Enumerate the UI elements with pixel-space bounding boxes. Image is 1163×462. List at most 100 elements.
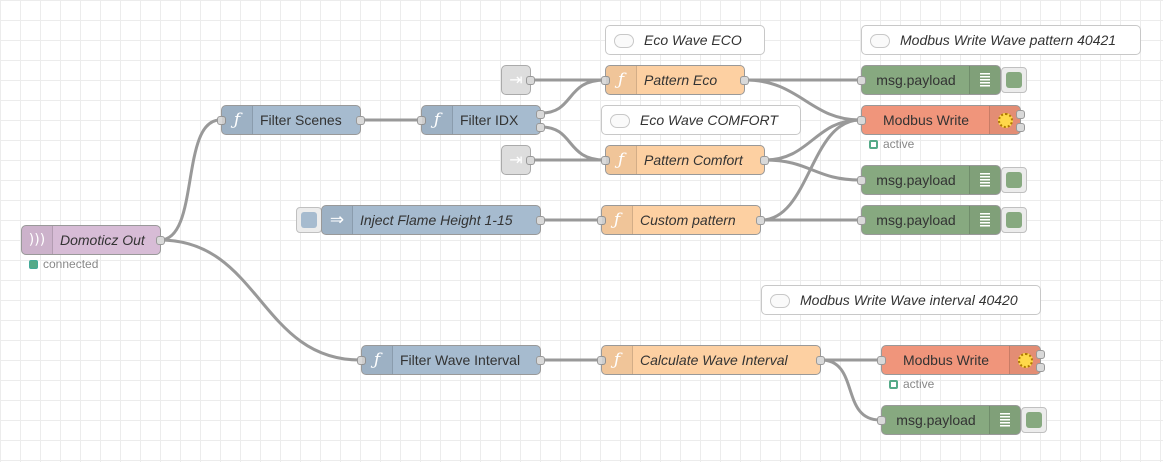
comment-icon (614, 34, 634, 48)
status-modbus-1: active (869, 137, 914, 151)
wire[interactable] (744, 78, 861, 122)
input-port[interactable] (601, 76, 610, 85)
input-port[interactable] (877, 356, 886, 365)
node-label: Custom pattern (640, 212, 736, 228)
node-calculate-wave-interval[interactable]: ƒ Calculate Wave Interval (597, 345, 825, 375)
debug-toggle-button[interactable] (1021, 407, 1047, 433)
input-port[interactable] (597, 216, 606, 225)
status-text: active (883, 137, 915, 151)
comment-icon (870, 34, 890, 48)
input-port[interactable] (857, 116, 866, 125)
output-port[interactable] (536, 123, 545, 132)
node-label: Pattern Eco (644, 72, 718, 88)
wire[interactable] (159, 118, 221, 242)
inject-trigger-button[interactable] (296, 207, 322, 233)
link-in-icon: ⇥ (509, 72, 523, 89)
output-port[interactable] (156, 236, 165, 245)
link-in-node[interactable]: ⇥ (501, 65, 535, 95)
output-port[interactable] (526, 156, 535, 165)
inject-button-icon (301, 212, 317, 228)
output-port[interactable] (1036, 363, 1045, 372)
output-port[interactable] (356, 116, 365, 125)
list-icon (989, 406, 1020, 434)
comment-eco-wave-comfort[interactable]: Eco Wave COMFORT (601, 105, 801, 135)
input-port[interactable] (857, 76, 866, 85)
node-domoticz-out[interactable]: ))) Domoticz Out (21, 225, 165, 255)
output-port[interactable] (816, 356, 825, 365)
function-icon: ƒ (222, 106, 253, 134)
node-debug-msg-payload[interactable]: msg.payload (857, 65, 1001, 95)
input-port[interactable] (417, 116, 426, 125)
gear-icon (1009, 346, 1040, 374)
input-port[interactable] (601, 156, 610, 165)
function-icon: ƒ (362, 346, 393, 374)
node-pattern-eco[interactable]: ƒ Pattern Eco (601, 65, 749, 95)
output-port[interactable] (1036, 350, 1045, 359)
node-label: Filter Scenes (260, 112, 342, 128)
debug-toggle-button[interactable] (1001, 207, 1027, 233)
input-port[interactable] (877, 416, 886, 425)
output-port[interactable] (536, 110, 545, 119)
node-label: msg.payload (876, 72, 956, 88)
output-port[interactable] (536, 356, 545, 365)
node-debug-msg-payload[interactable]: msg.payload (857, 205, 1001, 235)
wire[interactable] (540, 125, 606, 162)
output-port[interactable] (1016, 110, 1025, 119)
node-pattern-comfort[interactable]: ƒ Pattern Comfort (601, 145, 769, 175)
input-port[interactable] (857, 176, 866, 185)
function-icon: ƒ (602, 206, 633, 234)
node-label: msg.payload (896, 412, 976, 428)
node-label: Modbus Write (882, 112, 970, 128)
node-label: msg.payload (876, 212, 956, 228)
list-icon (969, 166, 1000, 194)
output-port[interactable] (536, 216, 545, 225)
node-label: Calculate Wave Interval (640, 352, 788, 368)
node-custom-pattern[interactable]: ƒ Custom pattern (597, 205, 765, 235)
list-icon (969, 206, 1000, 234)
gear-icon (989, 106, 1020, 134)
node-debug-msg-payload[interactable]: msg.payload (877, 405, 1021, 435)
node-filter-scenes[interactable]: ƒ Filter Scenes (217, 105, 365, 135)
wire[interactable] (159, 238, 361, 362)
node-debug-msg-payload[interactable]: msg.payload (857, 165, 1001, 195)
node-label: Pattern Comfort (644, 152, 743, 168)
input-port[interactable] (857, 216, 866, 225)
node-filter-idx[interactable]: ƒ Filter IDX (417, 105, 545, 135)
node-label: Filter IDX (460, 112, 519, 128)
node-label: Domoticz Out (60, 232, 145, 248)
input-port[interactable] (357, 356, 366, 365)
node-label: Inject Flame Height 1-15 (360, 212, 513, 228)
wire[interactable] (820, 358, 881, 422)
output-port[interactable] (760, 156, 769, 165)
node-filter-wave-interval[interactable]: ƒ Filter Wave Interval (357, 345, 545, 375)
output-port[interactable] (526, 76, 535, 85)
comment-eco-wave-eco[interactable]: Eco Wave ECO (605, 25, 765, 55)
comment-modbus-pattern[interactable]: Modbus Write Wave pattern 40421 (861, 25, 1141, 55)
debug-toggle-icon (1006, 172, 1022, 188)
link-in-node[interactable]: ⇥ (501, 145, 535, 175)
input-port[interactable] (217, 116, 226, 125)
wire[interactable] (540, 78, 606, 115)
comment-icon (770, 294, 790, 308)
wire[interactable] (764, 158, 861, 182)
node-label: Filter Wave Interval (400, 352, 521, 368)
input-port[interactable] (597, 356, 606, 365)
function-icon: ƒ (422, 106, 453, 134)
node-label: msg.payload (876, 172, 956, 188)
node-inject-flame-height[interactable]: ⇒ Inject Flame Height 1-15 (321, 205, 545, 235)
status-text: connected (43, 257, 99, 271)
comment-modbus-interval[interactable]: Modbus Write Wave interval 40420 (761, 285, 1041, 315)
comment-label: Eco Wave COMFORT (640, 112, 778, 128)
node-modbus-write[interactable]: Modbus Write (877, 345, 1045, 375)
debug-toggle-button[interactable] (1001, 67, 1027, 93)
wire[interactable] (760, 118, 861, 222)
debug-toggle-button[interactable] (1001, 167, 1027, 193)
output-port[interactable] (1016, 123, 1025, 132)
comment-icon (610, 114, 630, 128)
debug-toggle-icon (1006, 72, 1022, 88)
node-modbus-write[interactable]: Modbus Write (857, 105, 1025, 135)
output-port[interactable] (740, 76, 749, 85)
output-port[interactable] (756, 216, 765, 225)
